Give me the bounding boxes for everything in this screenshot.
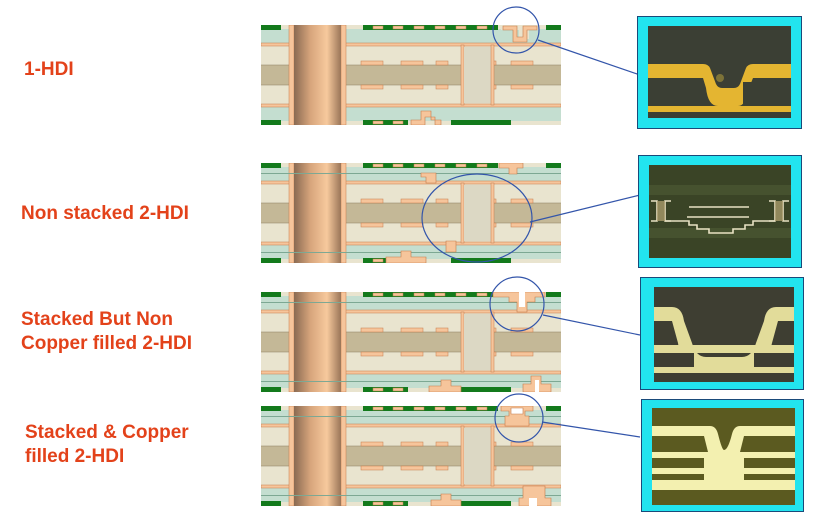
- pcb-cross-section-stacked-copper-filled-2-hdi: [261, 406, 561, 506]
- micrograph-non-stacked-2-hdi: [638, 155, 802, 268]
- pcb-cross-section-non-stacked-2-hdi: [261, 163, 561, 263]
- label-stacked-copper-filled-2-hdi: Stacked & Copper filled 2-HDI: [25, 421, 189, 469]
- label-stacked-non-copper-filled-2-hdi: Stacked But Non Copper filled 2-HDI: [21, 308, 192, 356]
- pcb-cross-section-stacked-non-copper-filled-2-hdi: [261, 292, 561, 392]
- label-non-stacked-2-hdi: Non stacked 2-HDI: [21, 202, 189, 226]
- label-line: Stacked But Non: [21, 309, 174, 330]
- micrograph-stacked-copper-filled-2-hdi: [641, 399, 804, 512]
- micrograph-1-hdi: [637, 16, 802, 129]
- label-line: filled 2-HDI: [25, 446, 125, 467]
- microvia-bottom: [410, 110, 442, 125]
- label-line: Copper filled 2-HDI: [21, 333, 193, 354]
- label-line: Non stacked 2-HDI: [21, 203, 189, 224]
- label-1-hdi: 1-HDI: [24, 58, 74, 82]
- label-line: 1-HDI: [24, 59, 74, 80]
- pcb-cross-section-1-hdi: [261, 25, 561, 125]
- micrograph-stacked-non-copper-filled-2-hdi: [640, 277, 804, 390]
- label-line: Stacked & Copper: [25, 422, 189, 443]
